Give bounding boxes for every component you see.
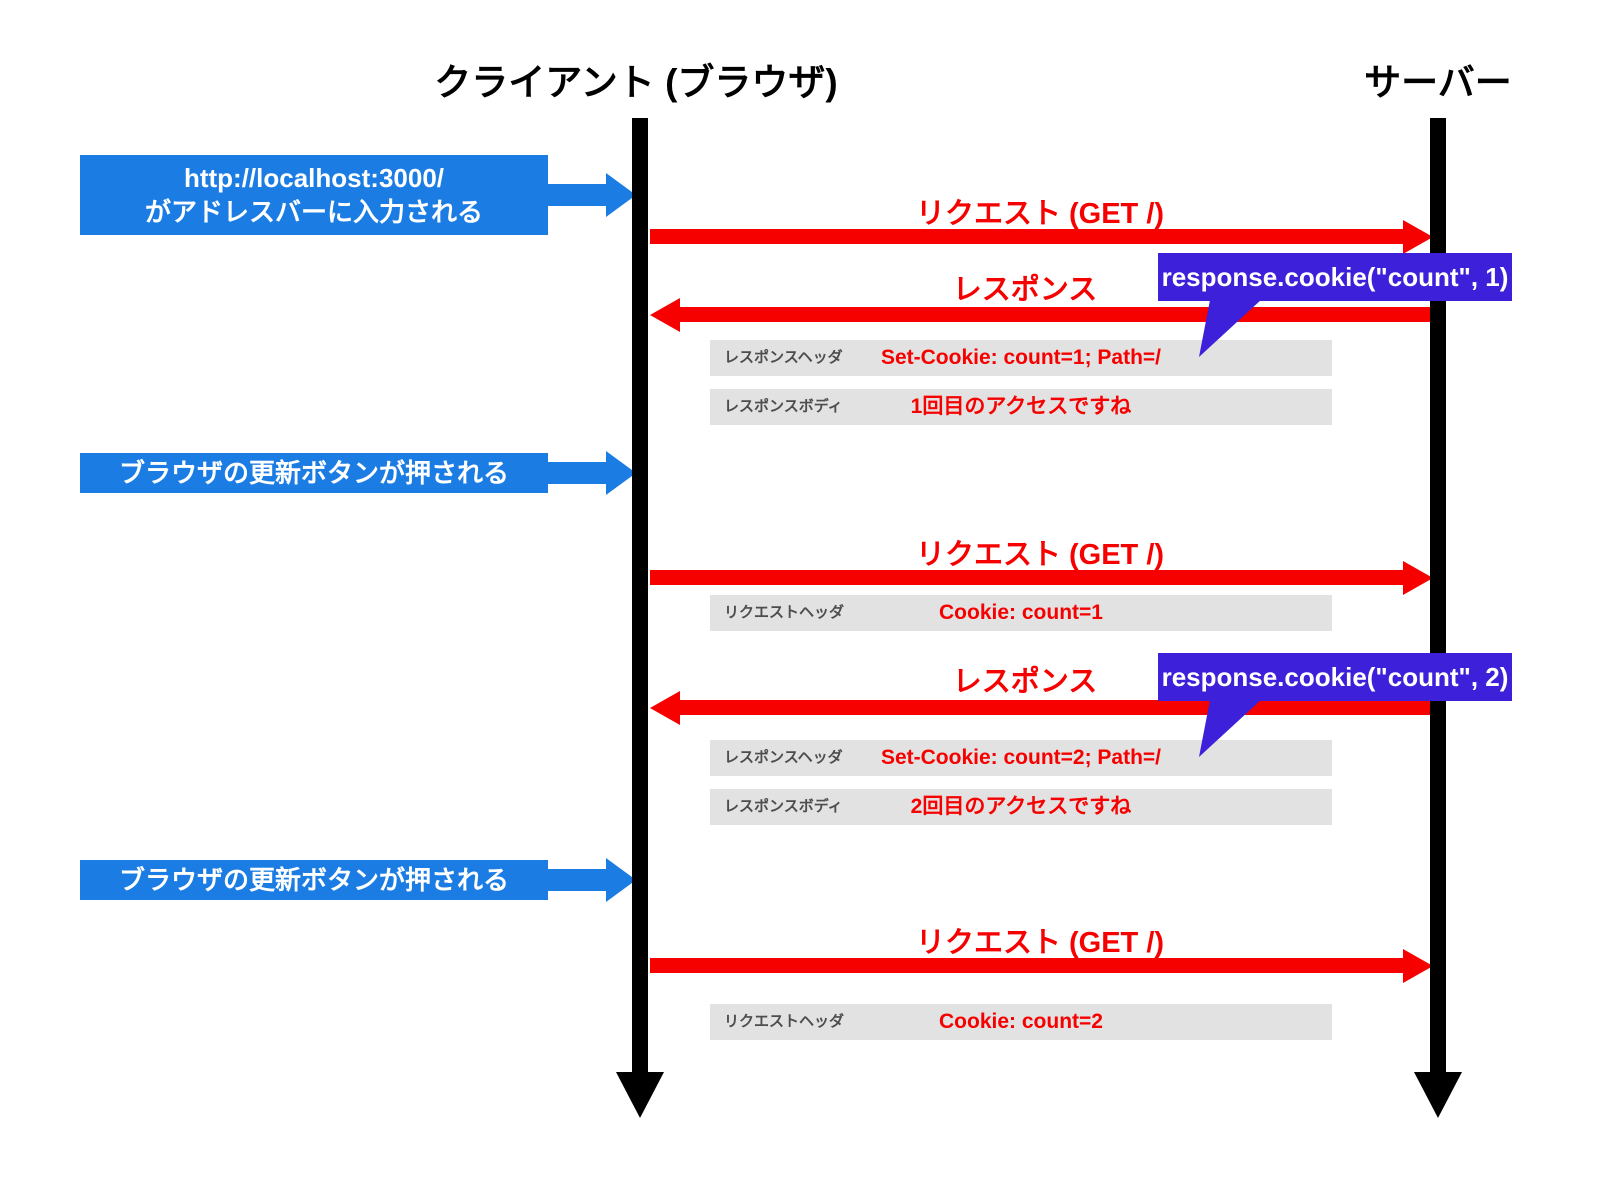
response-1-label: レスポンス xyxy=(952,274,1098,306)
event-box-refresh-2: ブラウザの更新ボタンが押される xyxy=(80,860,548,900)
response-header-row-2: Set-Cookie: count=2; Path=/ レスポンスヘッダ xyxy=(710,740,1332,776)
response-arrow-1-head-icon xyxy=(650,298,680,332)
response-body-label: レスポンスボディ xyxy=(724,398,843,415)
lifeline-server-arrowhead-icon xyxy=(1414,1072,1462,1118)
request-header-label: リクエストヘッダ xyxy=(724,604,845,621)
response-header-value: Set-Cookie: count=2; Path=/ xyxy=(880,746,1162,769)
actor-title-server: サーバー xyxy=(1364,62,1512,103)
actor-title-client: クライアント (ブラウザ) xyxy=(434,62,838,103)
event-box-refresh-1: ブラウザの更新ボタンが押される xyxy=(80,453,548,493)
request-arrow-1-shaft xyxy=(650,229,1403,244)
lifeline-client-arrowhead-icon xyxy=(616,1072,664,1118)
response-2-label: レスポンス xyxy=(952,666,1098,698)
response-body-value: 2回目のアクセスですね xyxy=(910,795,1132,818)
response-arrow-1-shaft xyxy=(680,307,1438,322)
lifeline-client xyxy=(632,118,648,1072)
request-header-label: リクエストヘッダ xyxy=(724,1013,845,1030)
event-text-line1: ブラウザの更新ボタンが押される xyxy=(118,865,509,895)
event-arrow-2-head-icon xyxy=(606,451,636,495)
lifeline-server xyxy=(1430,118,1446,1072)
request-arrow-1-head-icon xyxy=(1403,220,1433,254)
response-body-value: 1回目のアクセスですね xyxy=(910,395,1132,418)
event-text-line2: がアドレスバーに入力される xyxy=(144,197,483,227)
request-1-label: リクエスト (GET /) xyxy=(915,198,1165,230)
event-text-line1: http://localhost:3000/ xyxy=(183,163,445,193)
event-arrow-3-head-icon xyxy=(606,858,636,902)
event-text-line1: ブラウザの更新ボタンが押される xyxy=(118,458,509,488)
response-arrow-2-shaft xyxy=(680,700,1438,715)
callout-response-cookie-2: response.cookie("count", 2) xyxy=(1158,653,1512,701)
response-header-value: Set-Cookie: count=1; Path=/ xyxy=(880,346,1162,369)
response-header-label: レスポンスヘッダ xyxy=(724,749,843,766)
response-header-row-1: Set-Cookie: count=1; Path=/ レスポンスヘッダ xyxy=(710,340,1332,376)
response-arrow-2-head-icon xyxy=(650,691,680,725)
request-arrow-3-head-icon xyxy=(1403,949,1433,983)
event-arrow-1-shaft xyxy=(548,184,606,206)
request-header-value: Cookie: count=2 xyxy=(939,1010,1103,1033)
request-2-label: リクエスト (GET /) xyxy=(915,539,1165,571)
response-body-row-2: 2回目のアクセスですね レスポンスボディ xyxy=(710,789,1332,825)
request-arrow-2-shaft xyxy=(650,570,1403,585)
request-header-value: Cookie: count=1 xyxy=(939,601,1103,624)
event-box-url-entered: http://localhost:3000/ がアドレスバーに入力される xyxy=(80,155,548,235)
response-header-label: レスポンスヘッダ xyxy=(724,349,843,366)
response-body-label: レスポンスボディ xyxy=(724,798,843,815)
request-3-label: リクエスト (GET /) xyxy=(915,927,1165,959)
event-arrow-2-shaft xyxy=(548,462,606,484)
request-header-row-2: Cookie: count=2 リクエストヘッダ xyxy=(710,1004,1332,1040)
request-header-row-1: Cookie: count=1 リクエストヘッダ xyxy=(710,595,1332,631)
request-arrow-2-head-icon xyxy=(1403,561,1433,595)
event-arrow-3-shaft xyxy=(548,869,606,891)
request-arrow-3-shaft xyxy=(650,958,1403,973)
event-arrow-1-head-icon xyxy=(606,173,636,217)
callout-response-cookie-1: response.cookie("count", 1) xyxy=(1158,253,1512,301)
response-body-row-1: 1回目のアクセスですね レスポンスボディ xyxy=(710,389,1332,425)
